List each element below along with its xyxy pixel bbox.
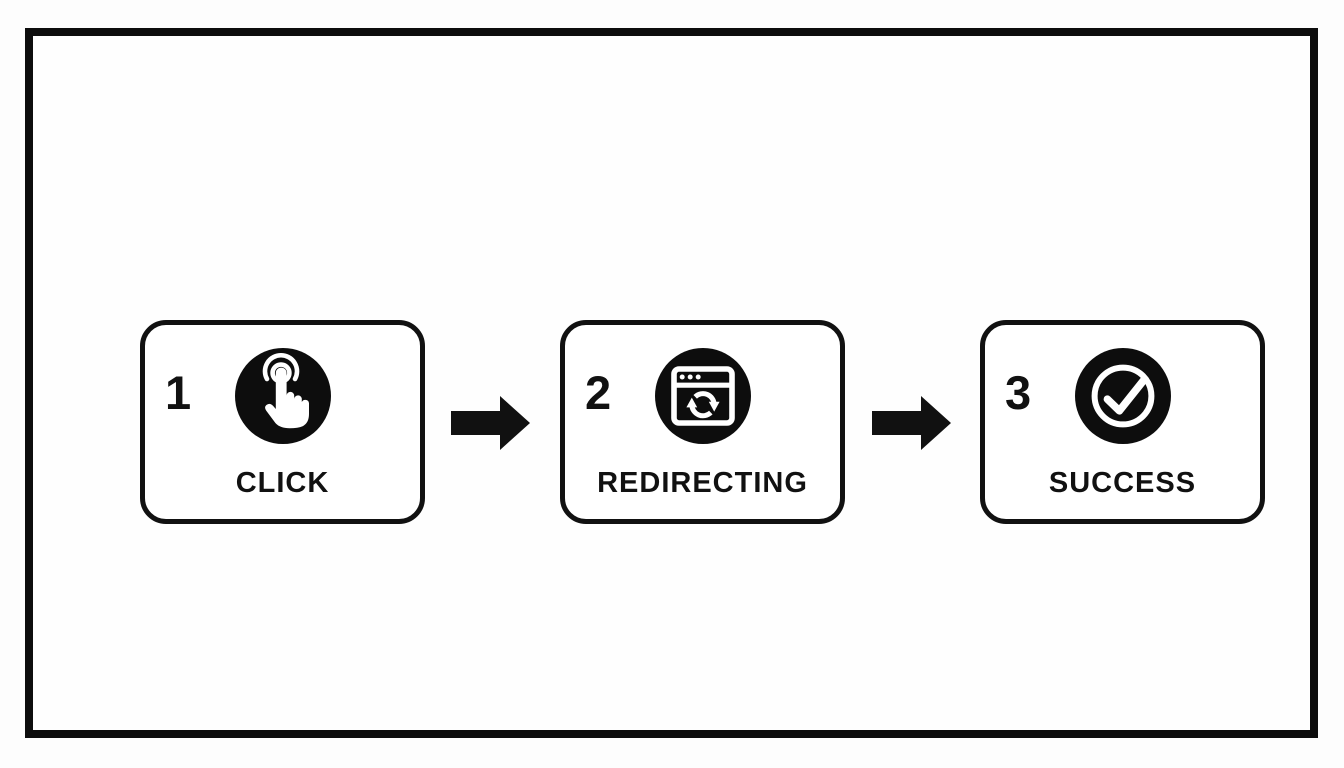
- step-label: REDIRECTING: [597, 467, 808, 499]
- diagram-frame: 1 CLICK 2: [25, 28, 1318, 738]
- check-circle-icon: [1074, 348, 1171, 444]
- step-card-redirecting: 2 REDIRECTING: [560, 320, 845, 524]
- step-number: 1: [165, 366, 192, 419]
- step-card-success: 3 SUCCESS: [980, 320, 1265, 524]
- browser-refresh-icon: [654, 348, 751, 444]
- flow-arrow-icon: [451, 396, 530, 450]
- step-label: CLICK: [235, 467, 330, 499]
- flow-arrow-icon: [872, 396, 951, 450]
- step-number: 3: [1005, 366, 1032, 419]
- step-card-click: 1 CLICK: [140, 320, 425, 524]
- step-number: 2: [585, 366, 612, 419]
- step-label: SUCCESS: [1048, 467, 1197, 499]
- tap-icon: [234, 348, 331, 444]
